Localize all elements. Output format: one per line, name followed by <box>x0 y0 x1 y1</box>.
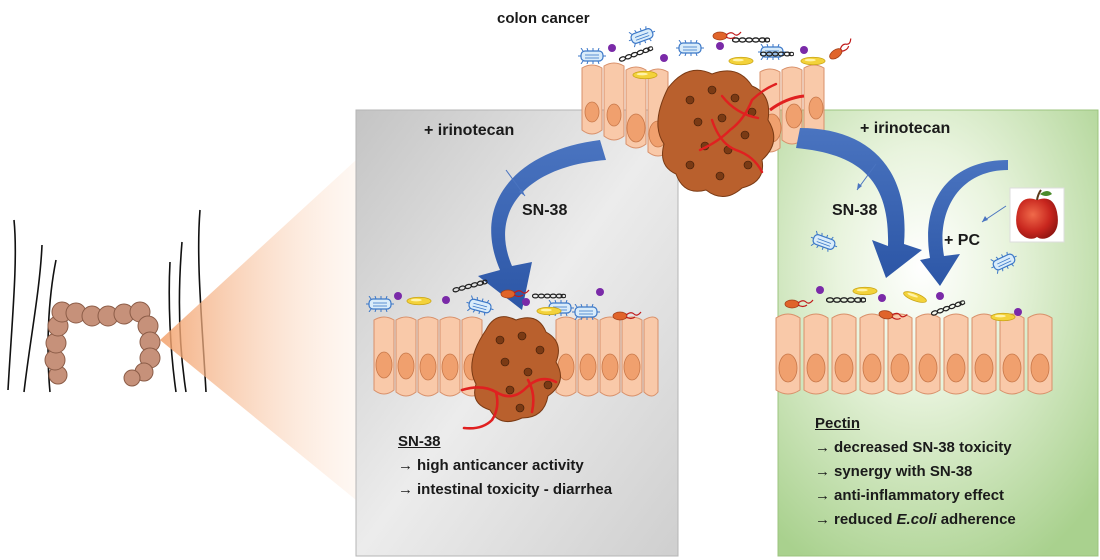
arrow-glyph: → <box>815 463 830 480</box>
right-effect-text: synergy with SN-38 <box>834 463 973 480</box>
right-effect-item: →decreased SN-38 toxicity <box>815 436 1016 460</box>
right-effect-item: →anti-inflammatory effect <box>815 484 1016 508</box>
arrow-glyph: → <box>815 487 830 504</box>
left-effect-item: →intestinal toxicity - diarrhea <box>398 478 612 502</box>
arrow-glyph: → <box>815 439 830 456</box>
left-blue-arrow <box>478 140 606 310</box>
right-effect-prefix: reduced <box>834 511 897 528</box>
pc-label: + PC <box>944 232 981 249</box>
right-effect-suffix: adherence <box>936 511 1016 528</box>
left-effect-item: →high anticancer activity <box>398 454 612 478</box>
body-outline <box>7 209 207 393</box>
left-effect-text: intestinal toxicity - diarrhea <box>417 481 613 498</box>
title-colon-cancer: colon cancer <box>497 10 590 27</box>
right-blue-arrow-irinotecan <box>796 128 922 278</box>
apple-icon <box>1009 187 1065 243</box>
right-metabolite-label: SN-38 <box>832 202 878 219</box>
right-effect-text: anti-inflammatory effect <box>834 487 1005 504</box>
left-tissue <box>373 316 659 430</box>
tumor-icon <box>657 69 805 197</box>
bacteria-top <box>578 23 856 80</box>
right-effect-item: →synergy with SN-38 <box>815 460 1016 484</box>
left-effects-heading: SN-38 <box>398 433 441 450</box>
arrow-glyph: → <box>398 481 413 498</box>
right-blue-arrow-pc <box>920 160 1008 286</box>
right-effect-text: decreased SN-38 toxicity <box>834 439 1012 456</box>
right-tissue <box>775 313 1053 395</box>
left-effect-text: high anticancer activity <box>417 457 584 474</box>
left-metabolite-label: SN-38 <box>522 202 568 219</box>
left-effects-list: SN-38 →high anticancer activity →intesti… <box>398 430 612 502</box>
magnification-cone <box>160 160 356 500</box>
colon-icon <box>44 301 161 387</box>
right-treatment-label: + irinotecan <box>860 120 951 137</box>
right-thin-arrowhead <box>857 183 862 190</box>
arrow-glyph: → <box>815 511 830 528</box>
right-effect-item: →reduced E.coli adherence <box>815 508 1016 532</box>
right-effects-heading: Pectin <box>815 415 861 432</box>
pc-thin-arrowhead <box>982 216 988 222</box>
right-effect-italic: E.coli <box>896 511 937 528</box>
left-thin-arrowhead <box>519 189 525 196</box>
arrow-glyph: → <box>398 457 413 474</box>
right-effects-list: Pectin →decreased SN-38 toxicity →synerg… <box>815 412 1016 532</box>
bacteria-left <box>366 278 642 321</box>
left-treatment-label: + irinotecan <box>424 122 515 139</box>
bacteria-right <box>784 229 1022 323</box>
